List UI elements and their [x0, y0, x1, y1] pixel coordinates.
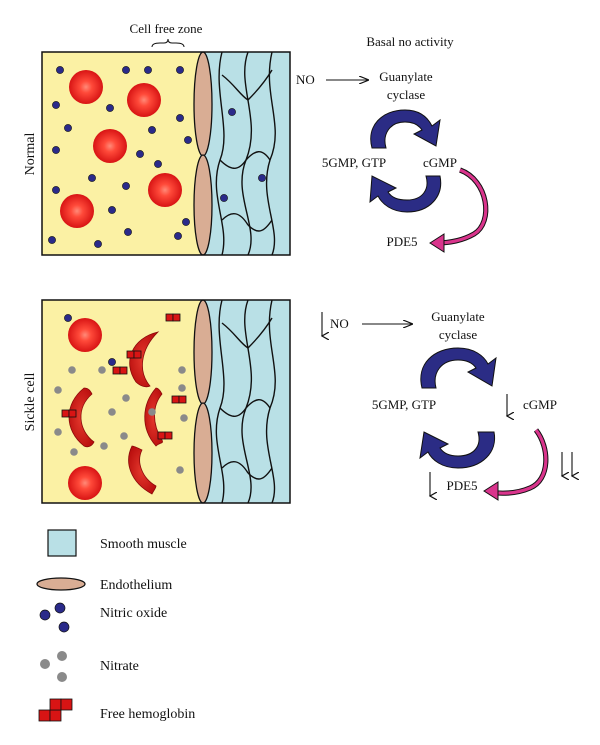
product-label: cGMP [523, 397, 557, 412]
free-hemoglobin [171, 395, 187, 404]
legend-nitric-oxide-label: Nitric oxide [100, 606, 167, 621]
red-blood-cell [127, 83, 161, 117]
endothelium-cell [193, 402, 213, 504]
normal-vessel-panel [41, 51, 291, 256]
free-hemoglobin [157, 431, 173, 440]
legend-nitrate-label: Nitrate [100, 659, 139, 674]
red-blood-cell [148, 173, 182, 207]
free-hemoglobin [165, 313, 181, 322]
legend-nitric-oxide-swatch [39, 602, 70, 633]
row-label-sickle: Sickle cell [23, 373, 38, 432]
smooth-muscle-cells [215, 51, 276, 256]
enzyme-cycle-arrow-bottom [369, 175, 442, 213]
free-hemoglobin [61, 409, 77, 418]
legend-endothelium-label: Endothelium [100, 578, 172, 593]
substrate-label: 5GMP, GTP [372, 397, 436, 412]
no-label: NO [330, 316, 349, 331]
pde-arrow [489, 429, 548, 495]
nitrate-molecules [54, 366, 188, 474]
panel-border [41, 299, 291, 504]
legend-endothelium-swatch [36, 577, 86, 591]
product-label: cGMP [423, 155, 457, 170]
sickle-pathway: NO Guanylate cyclase 5GMP, GTP cGMP PDE5 [322, 309, 572, 501]
enzyme-cycle-arrow-top [420, 347, 497, 389]
red-blood-cell [93, 129, 127, 163]
enzyme-line1: Guanylate [431, 309, 485, 324]
enzyme-line1: Guanylate [379, 69, 433, 84]
red-blood-cell [68, 318, 102, 352]
enzyme-line2: cyclase [439, 327, 477, 342]
pde-label: PDE5 [386, 234, 417, 249]
legend-free-hemoglobin-label: Free hemoglobin [100, 707, 195, 722]
red-blood-cell [68, 466, 102, 500]
endothelium-cell [193, 51, 213, 157]
row-label-normal: Normal [23, 133, 38, 176]
smooth-muscle-cells [215, 299, 276, 504]
nitric-oxide-molecules [64, 314, 116, 366]
pde-arrow-head [483, 481, 499, 501]
cell-free-zone-label: Cell free zone [130, 21, 203, 36]
sickle-cell [144, 387, 163, 447]
red-blood-cell [60, 194, 94, 228]
nitric-oxide-molecules [48, 66, 266, 248]
free-hemoglobin [112, 366, 128, 375]
substrate-label: 5GMP, GTP [322, 155, 386, 170]
red-blood-cell [69, 70, 103, 104]
free-hemoglobin-molecules [61, 313, 187, 440]
cell-free-zone-brace [151, 38, 185, 48]
endothelium-cell [193, 154, 213, 256]
sickle-vessel-panel [41, 299, 291, 504]
legend-free-hemoglobin-swatch [38, 698, 73, 722]
basal-note: Basal no activity [366, 34, 454, 49]
enzyme-cycle-arrow-bottom [419, 431, 496, 469]
legend: Smooth muscle Endothelium Nitric oxide N… [36, 529, 195, 722]
enzyme-line2: cyclase [387, 87, 425, 102]
sickle-cell [128, 445, 157, 495]
legend-smooth-muscle-label: Smooth muscle [100, 537, 187, 552]
panel-border [41, 51, 291, 256]
red-blood-cells [60, 70, 182, 228]
endothelium-cell [193, 299, 213, 405]
legend-smooth-muscle-swatch [47, 529, 77, 557]
enzyme-cycle-arrow-top [370, 109, 441, 149]
pde-label: PDE5 [446, 478, 477, 493]
sickle-cell [68, 387, 95, 448]
normal-pathway: Basal no activity NO Guanylate cyclase 5… [296, 34, 489, 253]
pde-arrow [435, 168, 488, 245]
legend-nitrate-swatch [40, 651, 67, 682]
free-hemoglobin [126, 350, 142, 359]
no-label: NO [296, 72, 315, 87]
pde-arrow-head [429, 233, 445, 253]
